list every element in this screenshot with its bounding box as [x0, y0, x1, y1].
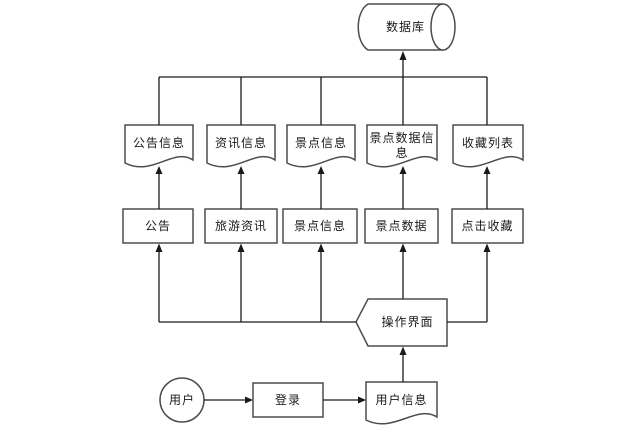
- arrow-into-rect4: [399, 243, 407, 252]
- doc-news-info-label: 资讯信息: [214, 135, 267, 150]
- rect-scenic-info-shape: [282, 208, 358, 244]
- doc-news-info-shape: [206, 124, 276, 168]
- doc-scenic-data-info-shape: [366, 124, 438, 168]
- arrow-into-rect1: [155, 243, 163, 252]
- doc-scenic-info-shape: [286, 124, 356, 168]
- database-cylinder-body: [357, 3, 443, 51]
- arrow-into-doc1: [155, 166, 163, 174]
- rect-scenic-data-shape: [364, 208, 439, 244]
- arrow-into-doc2: [237, 166, 245, 174]
- doc-scenic-info-label: 景点信息: [294, 135, 347, 150]
- arrow-into-rect2: [237, 243, 245, 252]
- doc-announcement-info-shape: [124, 124, 194, 168]
- shapes: [122, 3, 524, 425]
- rect-announcement-label: 公告: [144, 218, 171, 233]
- arrow-into-doc5: [483, 166, 491, 174]
- arrow-into-rect3: [317, 243, 325, 252]
- rect-travel-news-label: 旅游资讯: [214, 218, 267, 233]
- connectors: [158, 59, 488, 401]
- arrow-into-doc4: [399, 166, 407, 174]
- doc-favorites-list-label: 收藏列表: [461, 135, 514, 150]
- arrow-into-userinfo: [358, 396, 366, 404]
- rect-announcement-shape: [122, 208, 194, 244]
- operation-ui-label: 操作界面: [381, 315, 434, 329]
- user-info-label: 用户信息: [375, 392, 428, 407]
- user-label: 用户: [168, 392, 195, 407]
- arrowheads: [155, 51, 491, 404]
- arrow-into-rect5: [483, 243, 491, 252]
- arrow-into-login: [245, 396, 253, 404]
- arrow-into-database: [399, 51, 407, 60]
- login-label: 登录: [274, 392, 301, 407]
- rect-click-favorite-label: 点击收藏: [461, 218, 514, 233]
- rect-travel-news-shape: [204, 208, 278, 244]
- arrow-into-ops: [399, 346, 407, 355]
- doc-scenic-data-info-label: 景点数据信息: [369, 131, 435, 160]
- rect-login-shape: [252, 382, 324, 418]
- doc-favorites-list-shape: [452, 124, 524, 168]
- rect-scenic-data-label: 景点数据: [375, 218, 428, 233]
- database-label: 数据库: [385, 19, 425, 34]
- rect-scenic-info-label: 景点信息: [293, 218, 346, 233]
- doc-user-info-shape: [365, 381, 438, 425]
- arrow-into-doc3: [317, 166, 325, 174]
- rect-click-favorite-shape: [451, 208, 524, 244]
- database-cylinder-cap: [430, 3, 456, 51]
- doc-announcement-info-label: 公告信息: [132, 135, 185, 150]
